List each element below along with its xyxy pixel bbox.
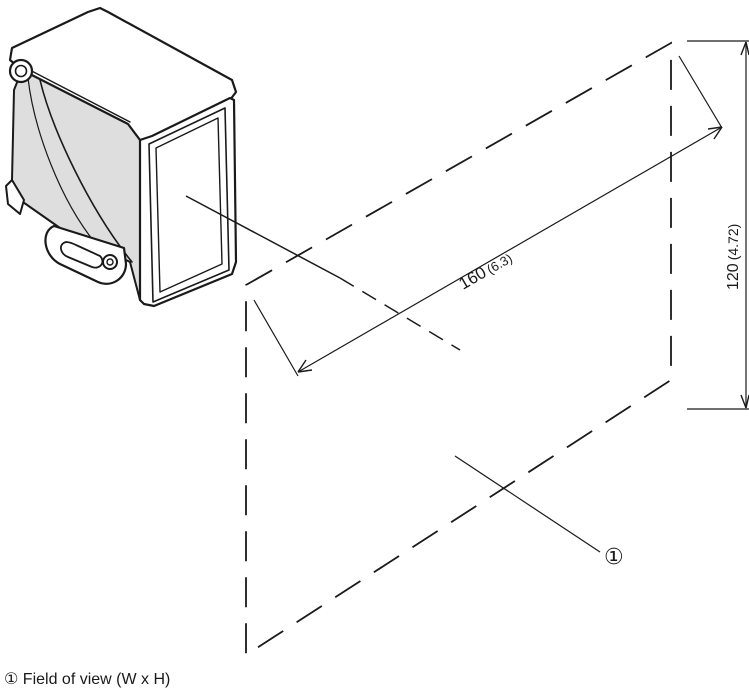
optical-axis-solid: [185, 195, 341, 279]
width-extension-line-left: [253, 299, 299, 377]
height-dimension-label: 120(4.72): [725, 224, 742, 290]
housing-curve-edge-2: [27, 77, 97, 245]
mounting-slot: [60, 241, 104, 269]
housing-front-face: [138, 96, 238, 308]
sensor-housing: [5, 6, 238, 308]
optical-axis-dashed: [339, 277, 461, 351]
height-arrow-top: [740, 41, 749, 56]
housing-curve-edge: [39, 79, 133, 263]
mounting-hole-top-inner: [14, 64, 28, 78]
width-dimension: [253, 55, 723, 377]
width-arrow-right: [707, 126, 723, 140]
height-arrow-bottom: [740, 394, 749, 409]
width-dimension-line: [297, 126, 723, 373]
figure-caption: ① Field of view (W x H): [4, 671, 171, 688]
width-dimension-label: 160(6.3): [456, 248, 516, 294]
height-dimension: [687, 40, 749, 410]
housing-left-tab: [5, 179, 25, 215]
callout-marker: ①: [604, 544, 624, 569]
housing-top-edge: [21, 65, 131, 123]
lens-window: [155, 117, 223, 293]
mounting-hole-bottom-inner: [106, 258, 114, 266]
width-arrow-left: [297, 359, 313, 373]
callout-leader-line: [454, 455, 601, 553]
field-of-view-area: [245, 41, 672, 657]
width-extension-line-right: [678, 55, 723, 129]
lens-window-outer: [148, 107, 230, 303]
